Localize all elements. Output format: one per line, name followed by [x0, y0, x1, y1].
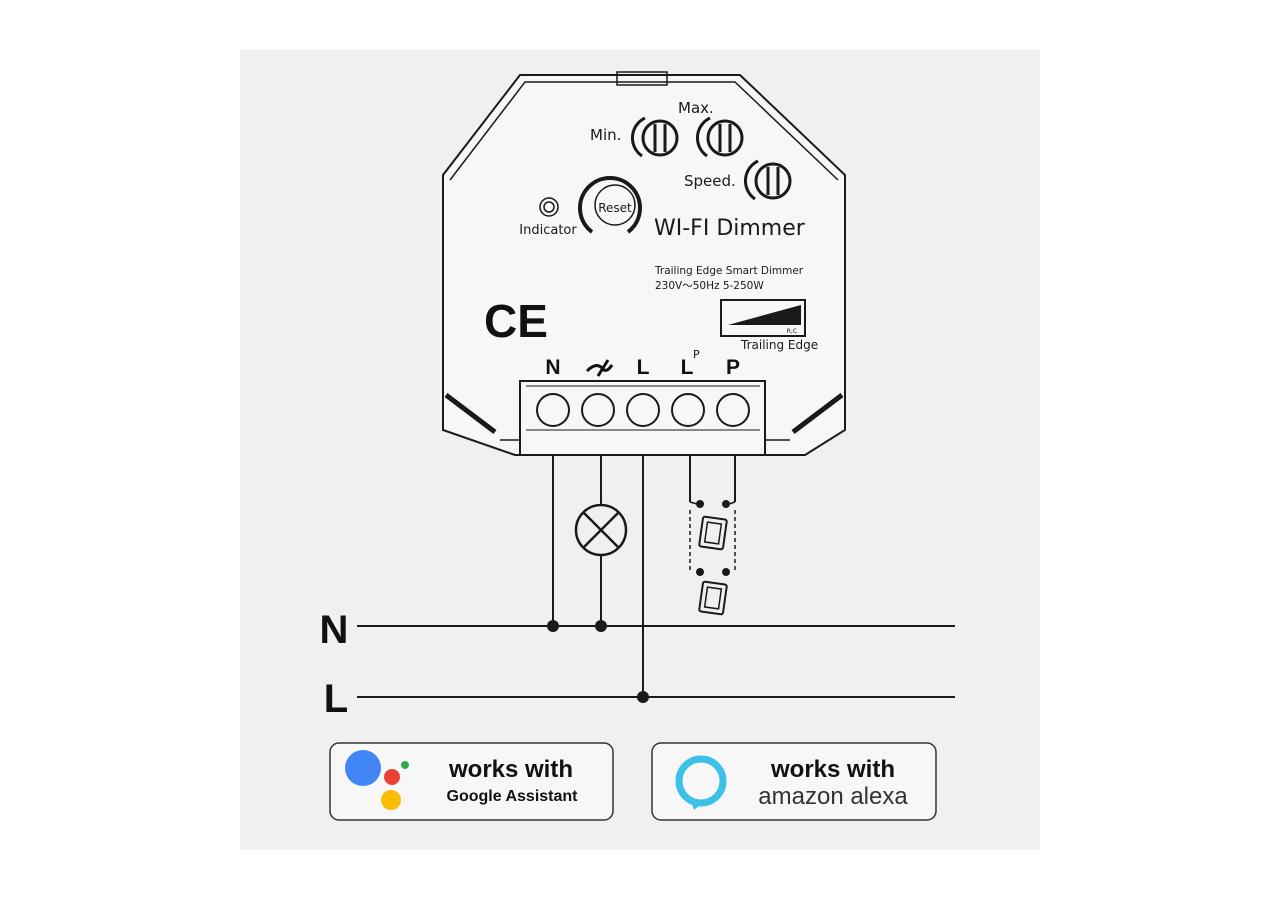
spec-line-1: Trailing Edge Smart Dimmer	[654, 265, 804, 277]
min-label: Min.	[590, 126, 621, 144]
terminal-label-lp: L	[681, 356, 694, 379]
push-switch-icon	[698, 580, 728, 616]
alexa-icon	[675, 755, 727, 810]
spec-line-2: 230V～50Hz 5-250W	[655, 280, 764, 292]
indicator-led	[539, 197, 559, 217]
alexa-badge-line1: works with	[770, 756, 895, 783]
push-switch-icon	[698, 515, 728, 551]
indicator-label: Indicator	[519, 223, 577, 238]
reset-label: Reset	[598, 201, 632, 215]
max-knob[interactable]	[696, 116, 744, 158]
terminal-screw-n	[536, 393, 570, 427]
terminal-screw-lp	[671, 393, 705, 427]
terminal-screw-p	[716, 393, 750, 427]
min-knob[interactable]	[631, 116, 679, 158]
device-title: WI-FI Dimmer	[654, 216, 806, 241]
push-switches	[689, 500, 736, 616]
ce-mark: CE	[484, 295, 548, 347]
terminal-label-lp-superscript: P	[693, 348, 700, 361]
reset-button[interactable]	[578, 176, 642, 234]
terminal-label-p: P	[726, 356, 740, 379]
google-badge-line1: works with	[448, 756, 573, 783]
google-assistant-badge: works with Google Assistant	[329, 742, 614, 821]
terminal-label-n: N	[545, 356, 560, 379]
terminal-block	[519, 380, 766, 456]
trailing-box-label: R,C	[787, 328, 797, 335]
neutral-label: N	[320, 608, 349, 652]
trailing-edge-symbol	[720, 299, 806, 337]
terminal-label-l: L	[637, 356, 650, 379]
terminal-screw-dimmed	[581, 393, 615, 427]
lamp-icon	[574, 503, 628, 557]
terminal-screw-l	[626, 393, 660, 427]
speed-label: Speed.	[684, 172, 736, 190]
amazon-alexa-badge: works with amazon alexa	[651, 742, 937, 821]
trailing-edge-label: Trailing Edge	[740, 338, 818, 352]
speed-knob[interactable]	[744, 159, 792, 201]
google-badge-line2: Google Assistant	[447, 788, 579, 805]
live-label: L	[324, 677, 348, 721]
google-assistant-icon	[345, 750, 409, 810]
dimmed-output-icon	[585, 359, 614, 377]
max-label: Max.	[678, 99, 714, 117]
wires	[357, 455, 955, 698]
alexa-badge-line2: amazon alexa	[758, 783, 908, 810]
junction-dots	[547, 620, 649, 703]
